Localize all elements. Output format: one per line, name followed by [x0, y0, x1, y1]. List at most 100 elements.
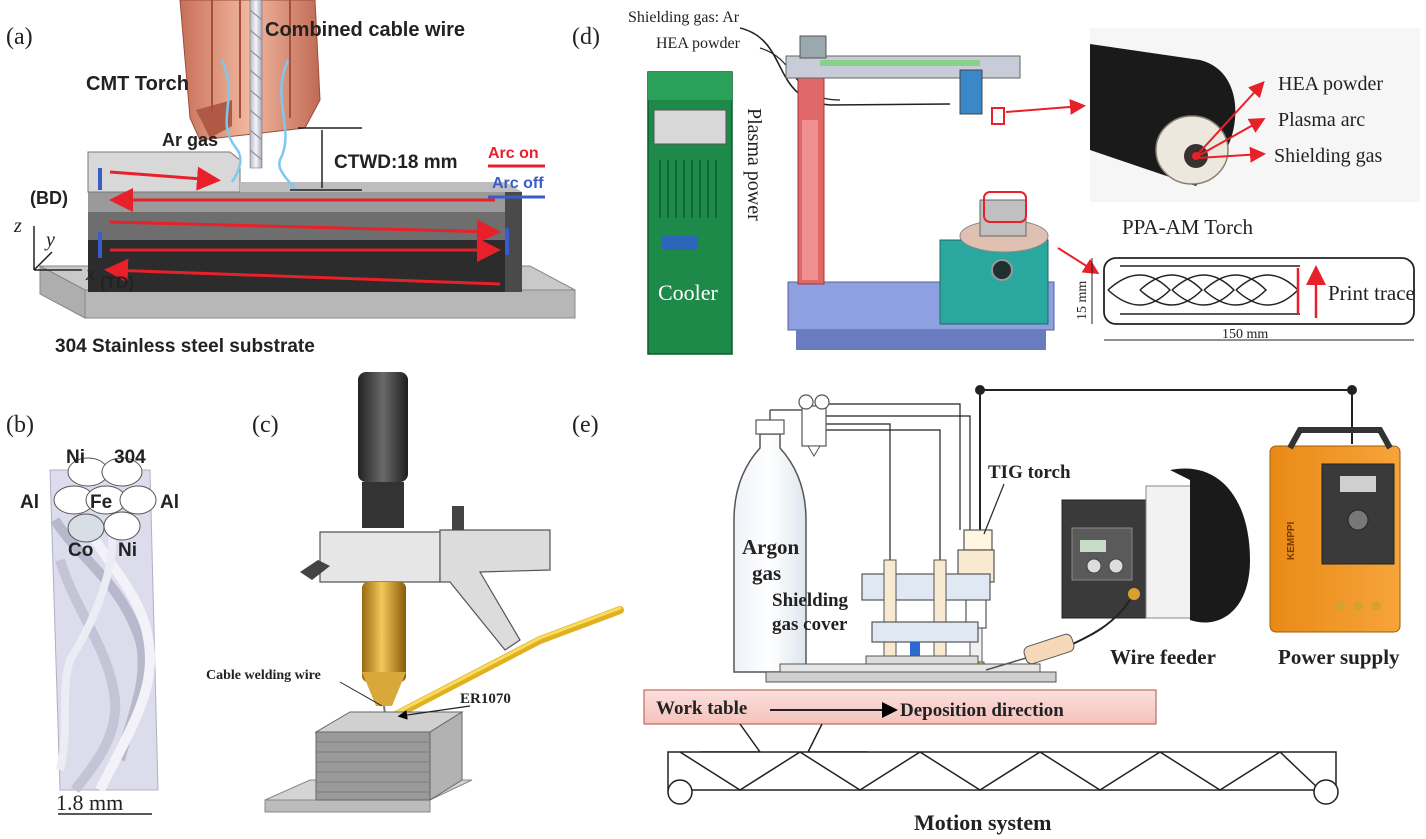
deposition-label: Deposition direction	[900, 700, 1064, 721]
panel-a: (a) Combin	[6, 0, 576, 357]
ppa-torch-box	[991, 107, 1005, 125]
arc-on-path-1	[104, 258, 501, 286]
arc-off-label: Arc off	[492, 175, 544, 192]
arc-on-label: Arc on	[488, 145, 539, 162]
brass-tip	[362, 672, 406, 706]
tig-torch-upper	[963, 529, 993, 551]
ar-gas-label: Ar gas	[162, 130, 218, 150]
cooler-panel	[653, 109, 727, 145]
positioner-dial	[991, 259, 1013, 281]
panel-b-letter: (b)	[6, 412, 34, 438]
wire-feeder-spool	[1170, 468, 1250, 623]
gantry-head	[959, 69, 983, 115]
cover-blue-marker	[910, 642, 920, 656]
strand-ni-bottom	[103, 511, 141, 541]
table-leg-1	[700, 723, 762, 753]
work-table-label: Work table	[656, 698, 747, 719]
wire-feeder-screen	[1080, 540, 1106, 552]
callout-line-plasma	[1197, 118, 1266, 157]
regulator-body	[801, 405, 827, 447]
er1070-feed	[390, 606, 624, 720]
wire-label-fe: Fe	[90, 492, 112, 513]
ar-gas-left	[220, 59, 242, 183]
panel-e: (e) Argon gas TIG torch	[572, 385, 1401, 835]
positioner-chuck	[979, 199, 1027, 237]
positioner-body	[939, 239, 1049, 325]
gas-cover-label: gas cover	[772, 614, 848, 635]
clamp-knob	[452, 506, 464, 530]
gantry-column-inner	[802, 120, 818, 280]
wire-feeder-label: Wire feeder	[1110, 645, 1216, 669]
cover-post-1	[883, 559, 897, 671]
cmt-torch-tip	[196, 100, 232, 138]
motion-truss	[667, 751, 1337, 791]
wire-feeder-connector	[1128, 588, 1140, 600]
panel-d: (d) Shielding gas: Ar HEA powder Cooler …	[572, 9, 1420, 355]
td-label: (TD)	[100, 273, 134, 292]
wall-top-surface	[240, 182, 522, 192]
ctwd-label: CTWD:18 mm	[334, 152, 458, 173]
motion-system-label: Motion system	[914, 810, 1051, 835]
torch-callout	[1005, 98, 1086, 115]
callout-line-shield	[1197, 146, 1266, 163]
argon-label: Argon	[742, 535, 799, 559]
gas-line-3	[826, 415, 971, 530]
gantry-beam-rail	[820, 60, 980, 66]
e-base-plate	[765, 671, 1057, 683]
argon-valve	[755, 419, 785, 435]
power-supply-port-2	[1353, 601, 1363, 611]
hea-powder-label: HEA powder	[656, 35, 741, 52]
wire-label-304: 304	[114, 447, 146, 468]
er1070-pointer	[397, 705, 471, 720]
substrate-label: 304 Stainless steel substrate	[55, 336, 315, 357]
callout-plasma-arc: Plasma arc	[1278, 109, 1365, 131]
callout-line-hea	[1197, 81, 1265, 155]
callout-hea-powder: HEA powder	[1278, 73, 1383, 95]
wire-feeder-knob-2	[1108, 558, 1124, 574]
power-supply-screen	[1340, 476, 1376, 492]
bd-label: (BD)	[30, 188, 68, 208]
power-supply-label: Power supply	[1278, 645, 1400, 669]
clamp-lever	[300, 560, 330, 580]
cable-wire	[249, 0, 263, 169]
power-supply-port-3	[1371, 601, 1381, 611]
power-supply-brand: KEMPPI	[1286, 521, 1297, 560]
er1070-label: ER1070	[460, 691, 511, 707]
panel-d-letter: (d)	[572, 24, 600, 50]
panel-b: (b) Ni 304 Al Fe Al Co Ni 1.8 mm	[6, 412, 179, 815]
er1070-feed-highlight	[392, 606, 622, 716]
wall-side	[505, 192, 522, 292]
substrate-face	[84, 289, 576, 319]
cooler-top	[648, 72, 732, 100]
wire-feeder-knob-1	[1086, 558, 1102, 574]
table-leg-2	[806, 723, 868, 753]
gas-label: gas	[752, 561, 781, 585]
brass-nozzle	[362, 582, 406, 682]
combined-cable-wire-label: Combined cable wire	[265, 19, 465, 41]
axis-z-label: z	[13, 215, 22, 237]
c-wall-layers	[316, 741, 430, 793]
e-base-top	[779, 663, 1041, 673]
wire-label-al-right: Al	[160, 492, 179, 513]
print-trace-box	[1103, 257, 1415, 325]
cable-wire-pointer	[339, 681, 383, 707]
gas-line-4	[822, 429, 941, 570]
c-wall-side	[429, 711, 463, 801]
cable-twist	[249, 9, 263, 161]
motion-truss-web	[679, 751, 1321, 791]
axis-y-label: y	[44, 229, 55, 251]
wall-layer-bottom	[88, 228, 522, 292]
gas-line-1	[817, 412, 891, 570]
cover-mid-plate	[871, 621, 979, 643]
panel-e-letter: (e)	[572, 412, 599, 438]
cover-post-2	[933, 559, 947, 671]
cooler-label: Cooler	[658, 280, 719, 305]
positioner-highlight	[983, 191, 1027, 223]
scale-label: 1.8 mm	[56, 790, 123, 815]
power-supply-handle	[1287, 427, 1393, 450]
motion-wheel-right	[1313, 779, 1339, 805]
c-base-front	[264, 799, 431, 813]
dim-150-label: 150 mm	[1222, 327, 1268, 342]
gas-line-2	[826, 403, 961, 530]
